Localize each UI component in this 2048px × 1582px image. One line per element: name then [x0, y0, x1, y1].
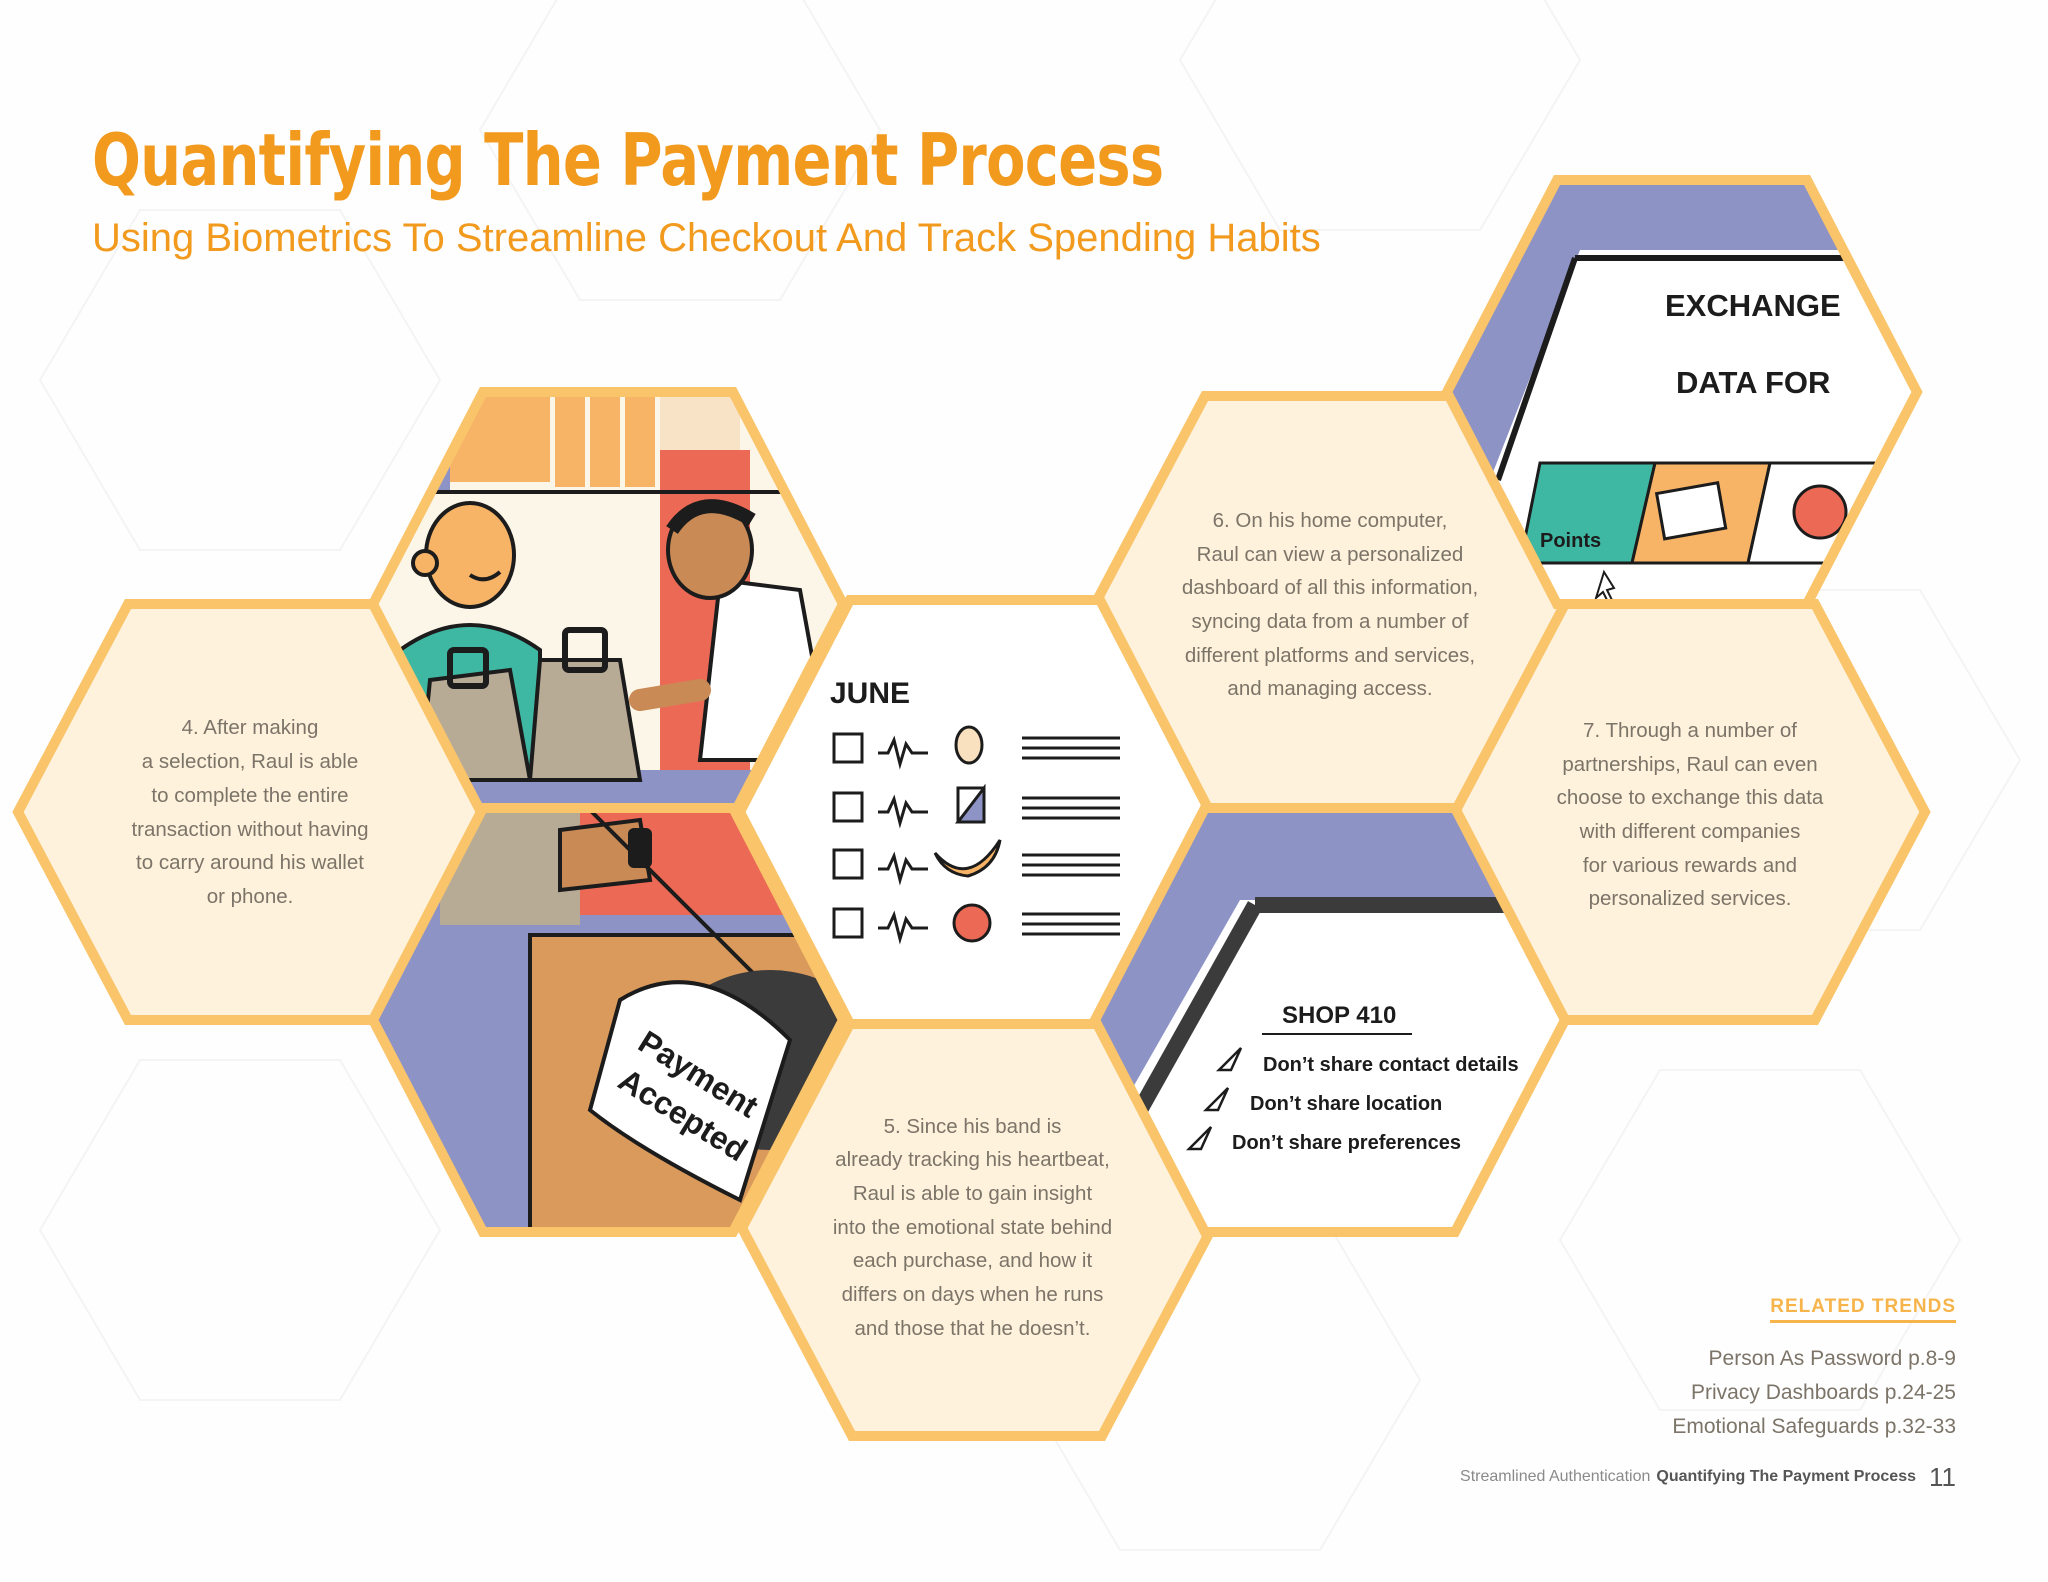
step-6-text: 6. On his home computer, Raul can view a… — [1181, 508, 1479, 701]
page-title: Quantifying The Payment Process — [92, 118, 1164, 202]
checkbox-icon[interactable] — [1202, 1087, 1230, 1112]
shop-option-preferences: Don’t share preferences — [1232, 1132, 1461, 1154]
related-trend-link[interactable]: Privacy Dashboards p.24-25 — [1691, 1381, 1956, 1404]
checkbox-icon[interactable] — [1185, 1126, 1213, 1151]
related-trend-link[interactable]: Person As Password p.8-9 — [1708, 1347, 1956, 1370]
june-label: JUNE — [830, 677, 910, 710]
egg-icon — [954, 725, 984, 765]
diagonal-square-icon — [954, 783, 986, 824]
related-trends-title: RELATED TRENDS — [1770, 1296, 1956, 1323]
step-7-text: 7. Through a number of partnerships, Rau… — [1556, 718, 1824, 911]
shop-title: SHOP 410 — [1282, 1002, 1396, 1029]
banana-icon — [933, 839, 1002, 878]
shop-option-contact: Don’t share contact details — [1263, 1054, 1519, 1076]
ball-icon — [1792, 484, 1848, 540]
step-5-text: 5. Since his band is already tracking hi… — [832, 1114, 1113, 1340]
footer-chapter: Quantifying The Payment Process — [1656, 1468, 1916, 1485]
shop-option-location: Don’t share location — [1250, 1093, 1442, 1115]
page-subtitle: Using Biometrics To Streamline Checkout … — [92, 216, 1321, 260]
related-trends-list: Person As Password p.8-9 Privacy Dashboa… — [1672, 1342, 1956, 1444]
footer-section: Streamlined Authentication — [1460, 1468, 1651, 1485]
checkbox-icon[interactable] — [1215, 1047, 1243, 1072]
page-number: 11 — [1929, 1462, 1956, 1492]
exchange-line1: EXCHANGE — [1665, 288, 1841, 323]
exchange-line2: DATA FOR — [1676, 365, 1830, 400]
coupon-icon — [1654, 481, 1728, 541]
apple-icon — [952, 903, 992, 943]
step-4-text: 4. After making a selection, Raul is abl… — [131, 716, 369, 908]
page-footer: Streamlined Authentication Quantifying Th… — [1460, 1468, 1916, 1486]
related-trend-link[interactable]: Emotional Safeguards p.32-33 — [1672, 1415, 1956, 1438]
points-label: Points — [1540, 530, 1601, 552]
